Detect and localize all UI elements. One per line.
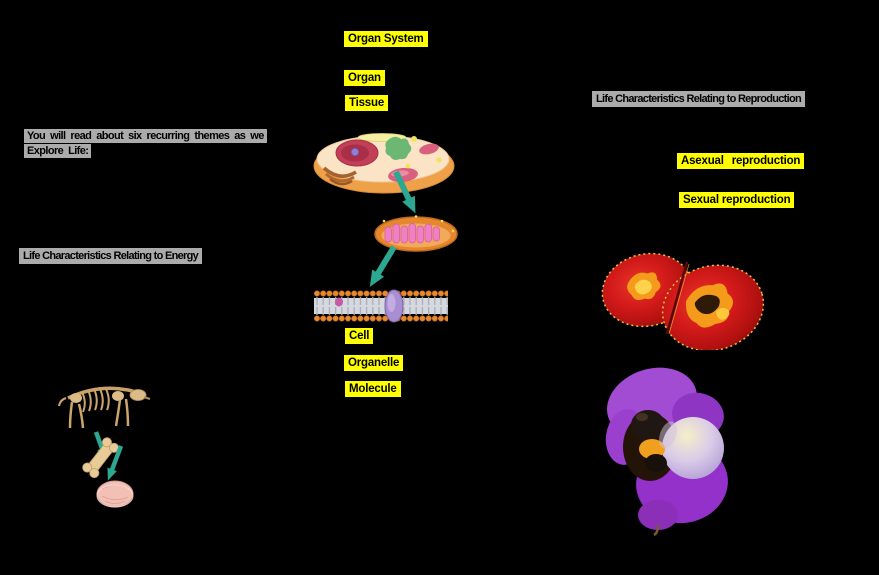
division-cleft (665, 261, 689, 335)
label-organ-system: Organ System (344, 31, 428, 47)
tail (58, 397, 67, 407)
membrane-protein-highlight (387, 294, 396, 312)
flower-pale-lobe (662, 417, 724, 479)
cristae (384, 223, 440, 244)
phospholipid-bilayer (314, 286, 448, 326)
mitochondrion-illustration (374, 215, 458, 252)
label-molecule: Molecule (345, 381, 401, 397)
bee (631, 410, 677, 472)
cell-illustration (313, 133, 455, 194)
header-energy: Life Characteristics Relating to Energy (19, 248, 203, 264)
arrow-bone-to-tissue (107, 445, 124, 481)
scapula (112, 391, 124, 401)
bee-abdomen (645, 454, 667, 472)
flower-bee-photo (605, 367, 728, 537)
flower-stem (653, 524, 660, 537)
header-reproduction: Life Characteristics Relating to Reprodu… (592, 91, 806, 107)
pink-organelle-upper (419, 143, 439, 155)
yellow-vesicles (405, 136, 442, 169)
label-asexual-reproduction: Asexual reproduction (677, 153, 805, 169)
green-organelle (385, 136, 412, 160)
ribcage (81, 388, 110, 413)
skull (129, 389, 147, 401)
bee-orange-band (639, 439, 665, 459)
arrow-cell-to-organelle (393, 170, 416, 214)
label-cell: Cell (345, 328, 374, 344)
pelvis (70, 393, 82, 403)
animal-skeleton (58, 386, 151, 429)
intro-line1: You will read about six recurring themes… (24, 129, 267, 143)
bone-tissue-disk (96, 480, 134, 508)
dividing-cell-micrograph (601, 252, 765, 350)
intro-text: You will read about six recurring themes… (24, 129, 296, 159)
label-organelle: Organelle (344, 355, 404, 371)
daughter-cell-right (661, 264, 765, 350)
label-sexual-reproduction: Sexual reproduction (679, 192, 795, 208)
golgi-apparatus (322, 166, 357, 186)
division-cleft-rim (668, 263, 690, 335)
membrane-illustration (314, 286, 448, 326)
arrow-organelle-to-molecule (369, 245, 397, 287)
label-organ: Organ (344, 70, 385, 86)
label-tissue: Tissue (345, 95, 389, 111)
intro-line2: Explore Life: (24, 144, 92, 158)
nucleus (335, 139, 379, 167)
rim-dots (382, 215, 455, 233)
bee-wing (659, 421, 677, 449)
nucleolus (351, 147, 360, 156)
legs (68, 398, 130, 429)
skeleton-bone-tissue-figure (58, 386, 151, 508)
bone (82, 437, 120, 479)
small-protein (335, 297, 343, 307)
